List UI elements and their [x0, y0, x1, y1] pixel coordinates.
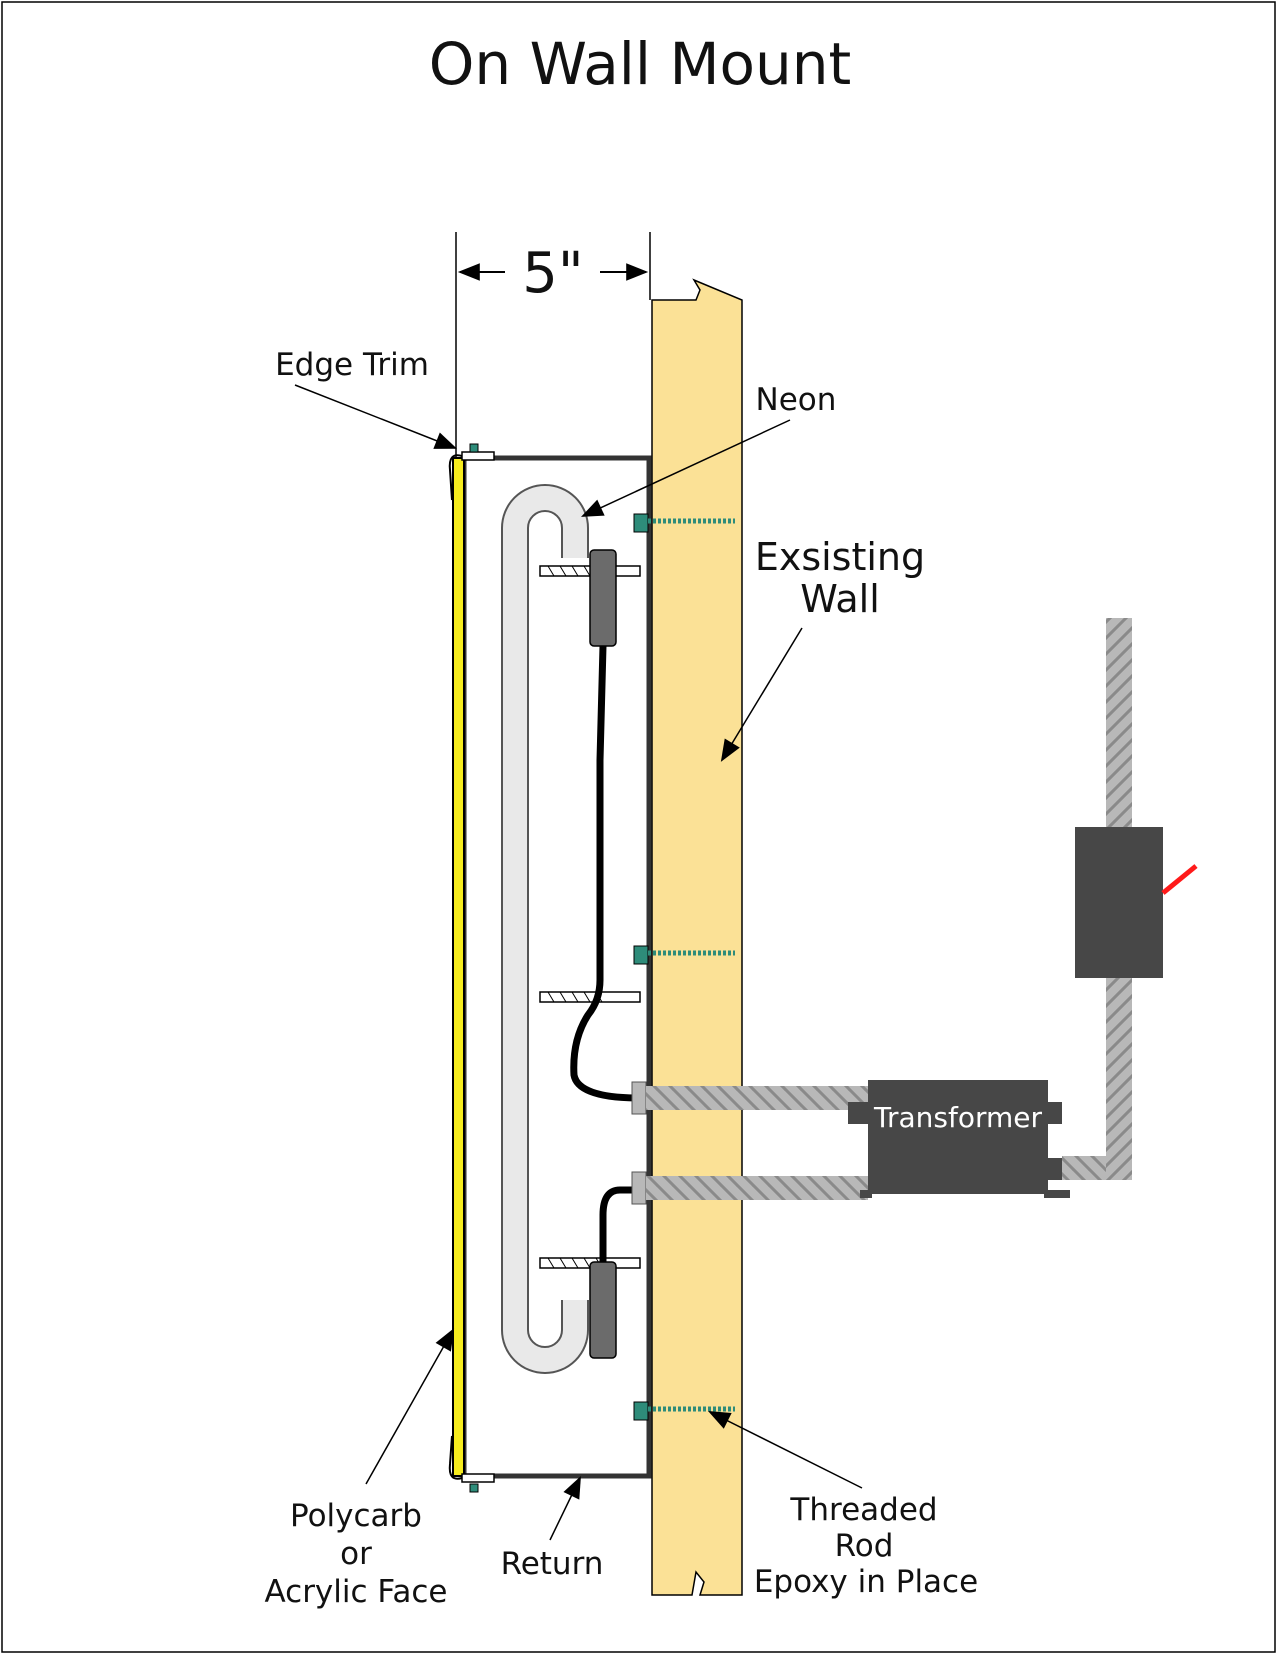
diagram-title: On Wall Mount — [429, 30, 851, 98]
conduit-upper — [631, 1081, 868, 1115]
junction-box — [1075, 827, 1163, 978]
threaded-rod-2 — [633, 945, 735, 965]
return-leader — [549, 1476, 581, 1541]
edge-trim-label: Edge Trim — [275, 347, 429, 383]
face-label-line2: or — [340, 1536, 372, 1572]
edge-trim-top — [448, 443, 495, 501]
tube-support-2 — [539, 991, 641, 1003]
face-label-line3: Acrylic Face — [264, 1574, 447, 1610]
gto-wire-bottom — [599, 1186, 640, 1262]
threaded-rod-leader — [708, 1411, 863, 1489]
sign-cabinet — [461, 455, 652, 1479]
transformer: Transformer — [848, 1080, 1070, 1198]
threaded-rod-label-line3: Epoxy in Place — [754, 1564, 978, 1600]
existing-wall-label-line2: Wall — [800, 577, 880, 621]
conduit-lower — [631, 1171, 868, 1205]
threaded-rod-1 — [633, 513, 735, 533]
edge-trim-leader — [294, 384, 458, 449]
face-leader — [365, 1328, 455, 1485]
face-label-line1: Polycarb — [290, 1498, 422, 1534]
electrode-top — [589, 549, 617, 647]
electrode-bottom — [589, 1261, 617, 1359]
dimension-5-inch: 5" — [455, 232, 651, 470]
neon-label: Neon — [756, 382, 837, 418]
red-wire — [1161, 864, 1198, 895]
threaded-rod-label-line2: Rod — [835, 1528, 894, 1564]
existing-wall — [651, 278, 743, 1596]
threaded-rod-label-line1: Threaded — [789, 1492, 937, 1528]
dimension-label: 5" — [522, 241, 583, 306]
return-label: Return — [501, 1546, 604, 1582]
gto-wire-top — [570, 645, 641, 1102]
neon-leader — [581, 419, 791, 517]
polycarb-face — [452, 457, 465, 1477]
transformer-label: Transformer — [873, 1101, 1043, 1134]
threaded-rod-3 — [633, 1401, 735, 1421]
edge-trim-bottom — [448, 1435, 495, 1493]
existing-wall-label-line1: Exsisting — [755, 535, 925, 579]
primary-conduit — [1062, 618, 1132, 1180]
existing-wall-leader — [720, 627, 803, 762]
